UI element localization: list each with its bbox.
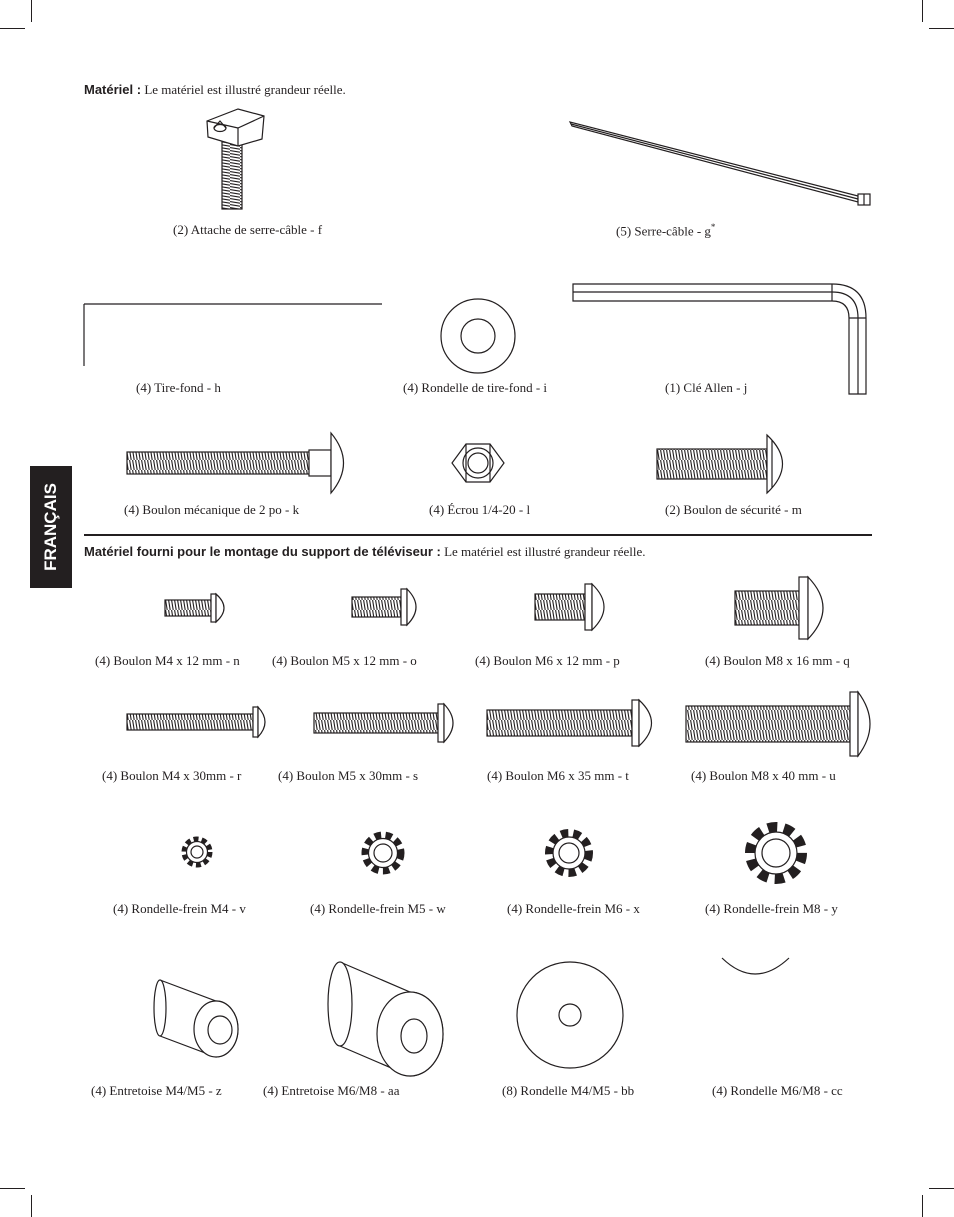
item-label: (4) Boulon M8 x 40 mm - u	[691, 768, 836, 783]
lag-washer-icon	[440, 298, 516, 374]
language-tab: FRANÇAIS	[30, 466, 72, 588]
crop-mark	[31, 1195, 32, 1217]
flat-washer-m6-m8-icon	[721, 957, 790, 975]
crop-mark	[922, 0, 923, 22]
item-label: (4) Boulon M4 x 12 mm - n	[95, 653, 240, 668]
item-label: (2) Attache de serre-câble - f	[173, 222, 323, 237]
bolt-m5-12-icon	[351, 587, 417, 627]
bolt-m8-16-icon	[734, 575, 824, 641]
item-label: (4) Boulon mécanique de 2 po - k	[124, 502, 300, 517]
crop-mark	[0, 1188, 25, 1189]
bolt-m4-12-icon	[164, 592, 225, 624]
lag-bolt-icon	[83, 303, 382, 366]
item-label: (4) Rondelle M6/M8 - cc	[712, 1083, 843, 1098]
item-label: (4) Tire-fond - h	[136, 380, 221, 395]
hex-nut-icon	[451, 443, 505, 483]
flat-washer-m4-m5-icon	[516, 961, 624, 1069]
lock-washer-m8-icon	[745, 822, 807, 884]
spacer-m6-m8-icon	[327, 961, 444, 1077]
crop-mark	[0, 28, 25, 29]
item-label: (4) Entretoise M6/M8 - aa	[263, 1083, 400, 1098]
item-label: (4) Boulon M6 x 12 mm - p	[475, 653, 620, 668]
cable-tie-icon	[568, 121, 871, 206]
section-divider	[84, 534, 872, 536]
crop-mark	[31, 0, 32, 22]
item-label: (4) Boulon M8 x 16 mm - q	[705, 653, 850, 668]
carriage-bolt-icon	[126, 431, 344, 495]
bolt-m8-40-icon	[685, 690, 871, 758]
footnote-marker: *	[710, 222, 716, 232]
item-label: (4) Rondelle-frein M6 - x	[507, 901, 640, 916]
section-tv-hardware-heading: Matériel fourni pour le montage du suppo…	[84, 544, 646, 559]
item-label: (4) Rondelle-frein M5 - w	[310, 901, 446, 916]
spacer-m4-m5-icon	[153, 979, 239, 1058]
item-label-cable-tie: (5) Serre-câble - g*	[616, 222, 716, 239]
item-label: (4) Écrou 1/4-20 - l	[429, 502, 531, 517]
section-hardware-heading: Matériel : Le matériel est illustré gran…	[84, 82, 346, 97]
item-label: (4) Rondelle-frein M4 - v	[113, 901, 246, 916]
bolt-m6-35-icon	[486, 698, 653, 748]
lock-washer-m6-icon	[545, 829, 593, 877]
item-label: (4) Boulon M5 x 30mm - s	[278, 768, 419, 783]
item-label: (4) Boulon M5 x 12 mm - o	[272, 653, 417, 668]
allen-wrench-icon	[572, 283, 867, 395]
item-label: (4) Rondelle-frein M8 - y	[705, 901, 838, 916]
item-label: (4) Boulon M4 x 30mm - r	[102, 768, 242, 783]
item-label: (8) Rondelle M4/M5 - bb	[502, 1083, 635, 1098]
bolt-m4-30-icon	[126, 705, 266, 739]
cable-tie-anchor-icon	[206, 108, 265, 210]
crop-mark	[922, 1195, 923, 1217]
bolt-m5-30-icon	[313, 702, 454, 744]
crop-mark	[929, 1188, 954, 1189]
crop-mark	[929, 28, 954, 29]
bolt-m6-12-icon	[534, 582, 605, 632]
item-label: (4) Boulon M6 x 35 mm - t	[487, 768, 629, 783]
item-label: (4) Rondelle de tire-fond - i	[403, 380, 548, 395]
item-label: (2) Boulon de sécurité - m	[665, 502, 802, 517]
lock-washer-m4-icon	[181, 836, 213, 868]
lock-washer-m5-icon	[361, 831, 405, 875]
item-label: (1) Clé Allen - j	[665, 380, 748, 395]
security-bolt-icon	[656, 433, 783, 495]
item-label: (4) Entretoise M4/M5 - z	[91, 1083, 222, 1098]
